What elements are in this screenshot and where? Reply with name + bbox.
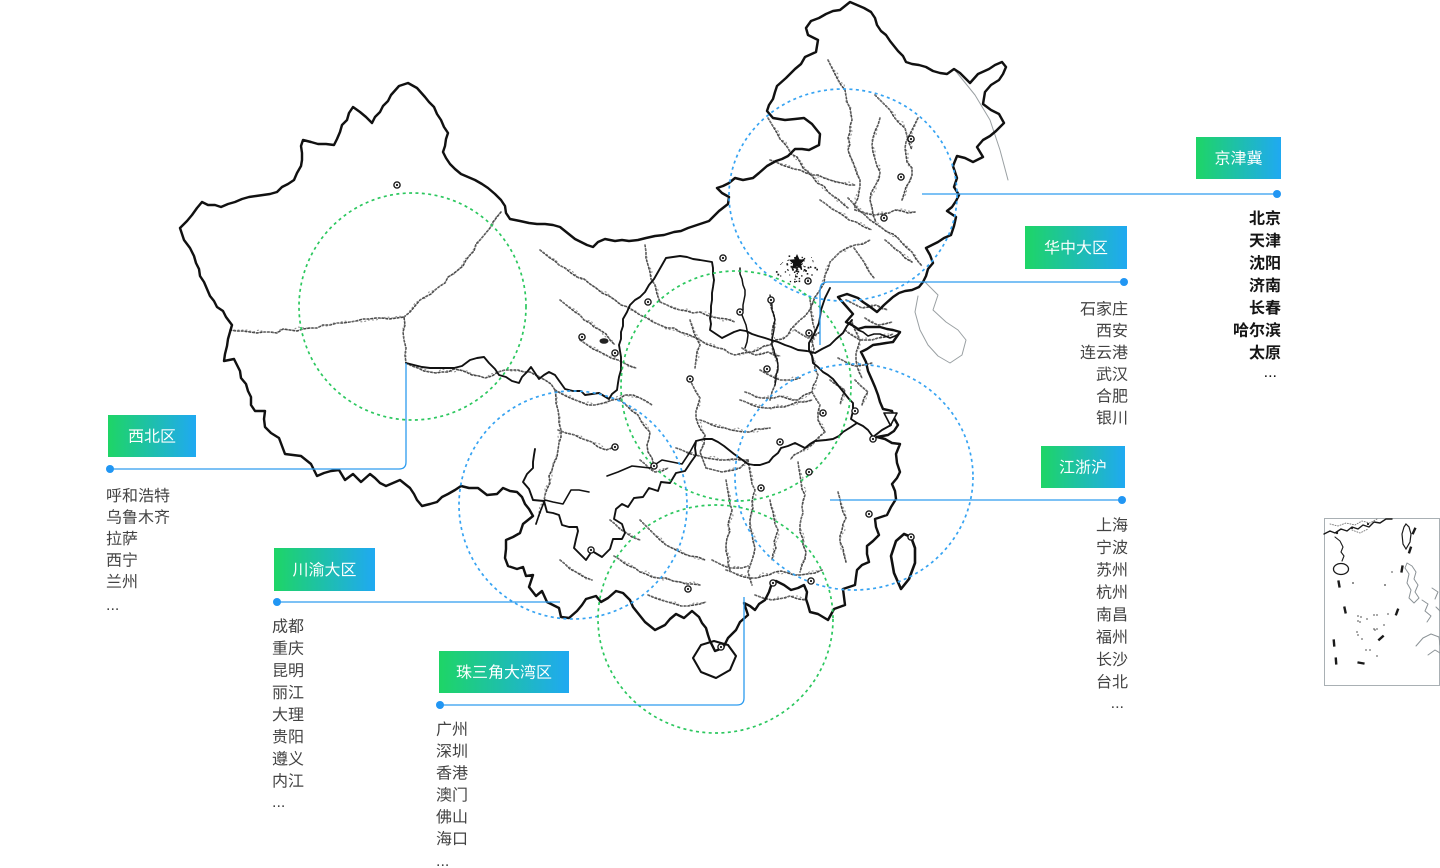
svg-text:...: ... — [272, 794, 285, 811]
svg-text:...: ... — [436, 853, 449, 868]
svg-text:...: ... — [1111, 695, 1124, 712]
svg-text:...: ... — [1264, 364, 1277, 381]
svg-text:...: ... — [106, 597, 119, 614]
